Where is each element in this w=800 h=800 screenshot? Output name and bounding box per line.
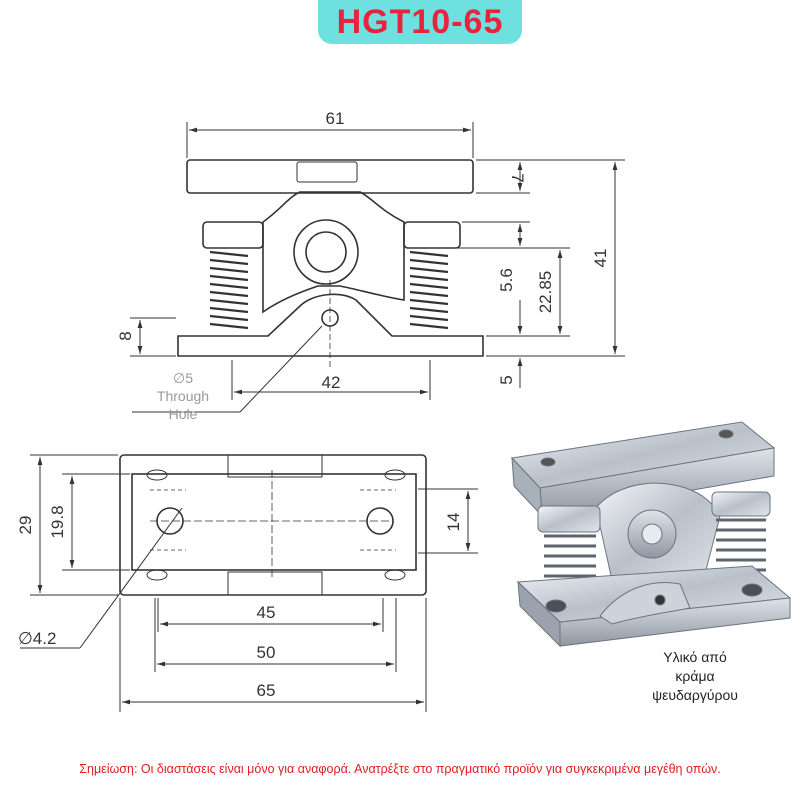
through-hole-line-3: Hole [169, 406, 198, 422]
product-title: HGT10-65 [336, 2, 504, 41]
product-left-spring [544, 534, 596, 598]
plan-dimensions [20, 454, 478, 712]
dim-total-length: 65 [257, 681, 276, 700]
dim-top-width: 61 [326, 109, 345, 128]
through-hole-line-2: Through [157, 388, 209, 404]
dim-mid-height: 5.6 [497, 268, 516, 292]
dim-base-height: 8 [116, 331, 135, 340]
dim-inner-length: 50 [257, 643, 276, 662]
front-dimensions [130, 122, 625, 413]
footer-note: Σημείωση: Οι διαστάσεις είναι μόνο για α… [79, 762, 721, 776]
product-right-spring [716, 518, 766, 582]
left-spring [209, 250, 249, 330]
material-note: Υλικό από κράμα ψευδαργύρου [610, 648, 780, 705]
dim-hole-diameter: ∅4.2 [18, 629, 56, 648]
plan-view [119, 454, 427, 596]
plan-dim-labels: 29 19.8 14 45 50 65 ∅4.2 [16, 505, 463, 700]
front-view [177, 159, 484, 370]
dim-top-thickness: 7 [508, 173, 527, 182]
through-hole-label: ∅5 Through Hole [157, 370, 209, 422]
dim-hole-spacing-plan: 45 [257, 603, 276, 622]
dim-plate-width: 14 [444, 513, 463, 532]
dim-hole-spacing-front: 42 [322, 373, 341, 392]
dim-total-height: 41 [591, 249, 610, 268]
material-note-line-1: Υλικό από [663, 649, 727, 665]
dim-spring-height: 22.85 [536, 271, 555, 314]
product-photo [510, 421, 792, 648]
dim-base-thickness: 5 [497, 375, 516, 384]
material-note-line-2: κράμα [675, 668, 715, 684]
dim-plan-width: 29 [16, 516, 35, 535]
right-spring [409, 250, 449, 330]
title-badge: HGT10-65 [318, 0, 522, 44]
front-dim-labels: 61 7 41 5.6 22.85 8 5 42 [116, 109, 610, 392]
dim-plan-inner-width: 19.8 [48, 505, 67, 538]
material-note-line-3: ψευδαργύρου [652, 687, 738, 703]
through-hole-line-1: ∅5 [173, 370, 193, 386]
